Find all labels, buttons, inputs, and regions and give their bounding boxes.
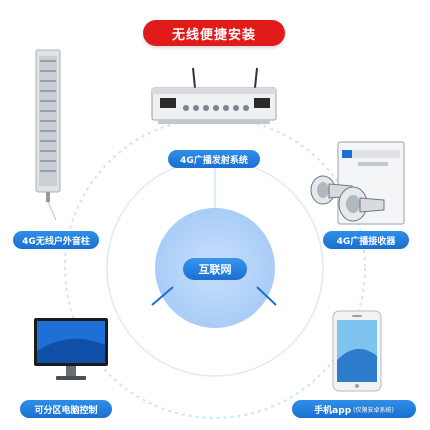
title-banner: 无线便捷安装 [143,20,285,46]
outer-ring [64,117,366,419]
label-pc-control: 可分区电脑控制 [20,400,112,418]
label-broadcast-system: 4G广播发射系统 [168,150,260,168]
label-internet: 互联网 [183,258,247,280]
monitor-icon [34,318,108,380]
horn-speaker-icon [310,175,385,222]
column-speaker-icon [35,49,61,221]
connector-lower-left [151,286,174,306]
mobile-app-note: (仅限安卓系统) [353,406,394,414]
mobile-app-text: 手机app [314,405,352,416]
label-receiver: 4G广播接收器 [323,231,409,249]
label-outdoor-speaker: 4G无线户外音柱 [13,231,99,249]
connector-lower-right [256,286,277,306]
amplifier-icon [151,67,277,124]
label-mobile-app: 手机app (仅限安卓系统) [292,400,416,418]
phone-icon [332,310,382,392]
